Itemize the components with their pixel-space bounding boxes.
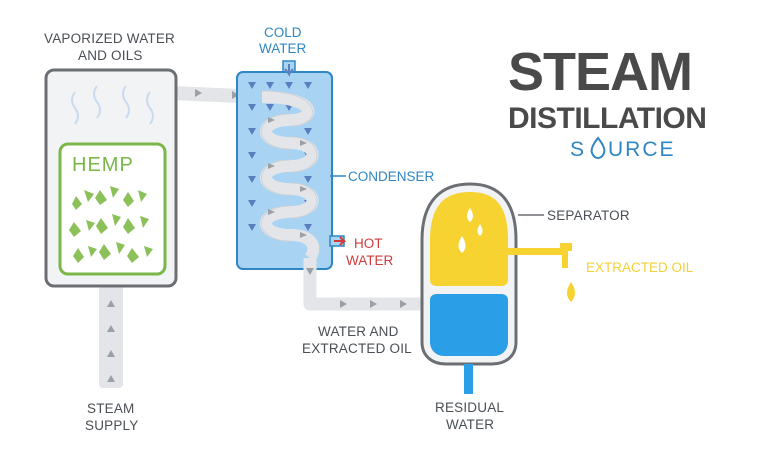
water-oil-pipe-arrows xyxy=(306,268,407,308)
steam-supply-pipe xyxy=(99,285,123,388)
water-oil-label-line1: WATER AND xyxy=(318,324,399,339)
brand-suffix: URCE xyxy=(608,138,676,161)
residual-water-drain xyxy=(464,364,473,394)
steam-supply-label-line1: STEAM xyxy=(87,401,135,416)
water-oil-label-line2: EXTRACTED OIL xyxy=(302,341,412,356)
title-sub: DISTILLATION xyxy=(508,102,706,135)
oil-drop-icon xyxy=(567,282,575,302)
hot-water-arrow xyxy=(334,236,347,246)
coil-outline xyxy=(261,90,318,242)
boiler-container: HEMP xyxy=(44,68,178,288)
hot-water-label-line1: HOT xyxy=(354,236,383,251)
steam-supply-label-line2: SUPPLY xyxy=(85,418,138,433)
hemp-label: HEMP xyxy=(72,154,134,176)
condenser-label: CONDENSER xyxy=(348,169,435,184)
vapor-pipe-arrows xyxy=(195,89,239,99)
cold-water-label-line2: WATER xyxy=(259,41,306,56)
vapor-label-line1: VAPORIZED WATER xyxy=(44,31,175,46)
condenser-coil xyxy=(260,91,320,262)
residual-label-line1: RESIDUAL xyxy=(435,400,504,415)
residual-label-line2: WATER xyxy=(446,417,494,432)
cold-flow-arrows xyxy=(248,82,312,231)
condenser-unit xyxy=(236,60,347,270)
vapor-label-line2: AND OILS xyxy=(78,48,143,63)
separator-vessel xyxy=(420,182,518,394)
coil-flow-arrows xyxy=(268,117,307,238)
source-logo: S URCE xyxy=(570,136,676,161)
vapor-wisps xyxy=(71,85,154,125)
hot-water-label-line2: WATER xyxy=(346,253,393,268)
extracted-oil-label: EXTRACTED OIL xyxy=(586,260,694,275)
separator-label: SEPARATOR xyxy=(547,208,630,223)
water-layer xyxy=(430,294,508,356)
oil-spout xyxy=(508,243,575,302)
cold-water-label-line1: COLD xyxy=(264,25,302,40)
hemp-box xyxy=(58,142,167,276)
cold-water-arrow xyxy=(284,64,294,77)
oil-drops-icon xyxy=(458,208,483,253)
title-main: STEAM xyxy=(508,42,692,102)
water-drop-icon xyxy=(590,136,606,160)
brand-prefix: S xyxy=(570,138,586,161)
hemp-leaves xyxy=(69,186,153,263)
oil-layer xyxy=(430,192,508,286)
